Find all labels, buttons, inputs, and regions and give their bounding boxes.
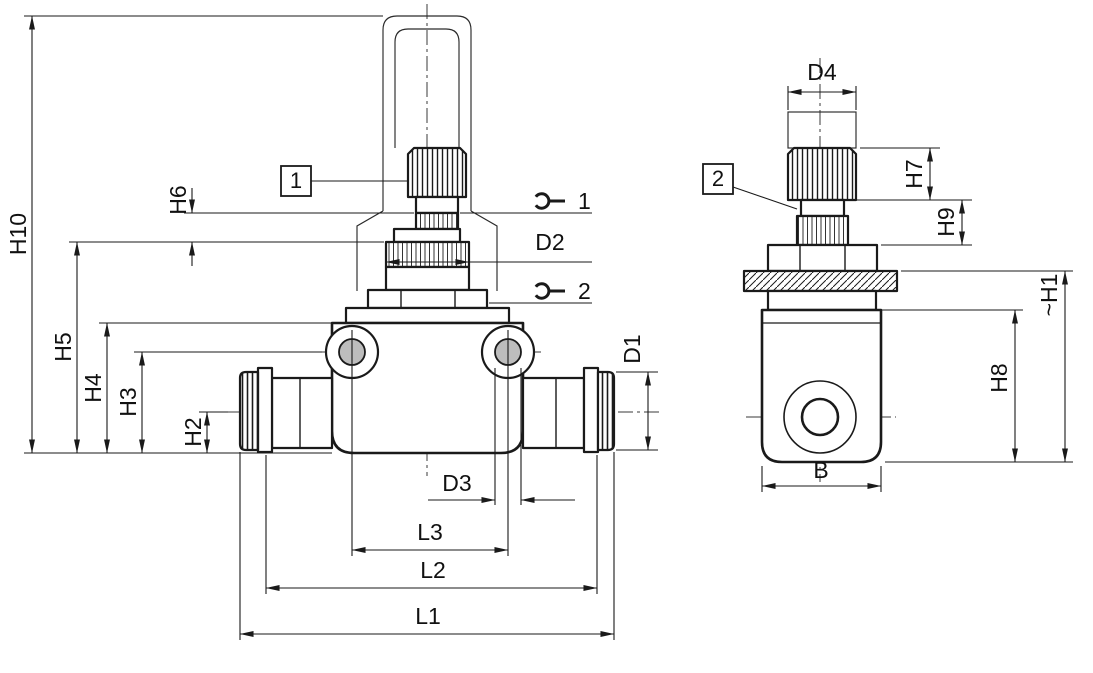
mounting-washer (742, 269, 899, 293)
release-collar (596, 370, 616, 452)
bracket-outer-line (382, 15, 472, 211)
dim-label-h5: H5 (50, 332, 76, 361)
dim-label-h4: H4 (80, 373, 106, 403)
bracket-inner-line (394, 28, 460, 148)
mounting-bracket-outline (356, 15, 498, 291)
dim-h9: H9 (933, 199, 965, 246)
port-bore-circle (800, 397, 840, 437)
callout-2: 2 (702, 163, 798, 210)
wrench-flats-1: 1 (460, 188, 592, 214)
leader-line (732, 186, 798, 210)
dim-l2: L2 (265, 557, 598, 591)
push-in-fitting-left (238, 366, 334, 454)
dim-d4: D4 (787, 59, 857, 95)
wrench-icon (533, 282, 551, 300)
fitting-flange (256, 366, 274, 454)
wrench-size-number: 2 (578, 278, 591, 304)
dim-b: B (761, 457, 882, 489)
front-view: H10 H5 H4 H3 H2 H6 (5, 4, 662, 640)
dim-h3: H3 (115, 351, 145, 454)
body-top-plate (766, 289, 878, 312)
dim-h8: H8 (986, 309, 1018, 463)
callout-1: 1 (280, 165, 407, 197)
knob-stem (799, 198, 846, 218)
push-in-fitting-right (521, 366, 616, 454)
fitting-barrel (521, 376, 586, 450)
hex-nut (766, 243, 879, 273)
dim-label-h3: H3 (115, 387, 141, 416)
knob-phantom (787, 111, 857, 149)
hex-nut (366, 288, 489, 310)
fitting-barrel (270, 376, 334, 450)
dim-h7: H7 (901, 147, 933, 201)
dim-label-h1: ~H1 (1036, 274, 1062, 317)
fitting-flange (582, 366, 600, 454)
dim-label-l2: L2 (420, 557, 446, 583)
extension-lines-side (761, 86, 1073, 492)
extension-lines-front (24, 15, 658, 640)
dimensions-side: D4 H7 H9 ~H1 H8 B (702, 59, 1073, 492)
dim-label-h8: H8 (986, 363, 1012, 392)
dim-l3: L3 (351, 519, 509, 553)
bracket-skirt-left (356, 210, 384, 291)
wrench-size-number: 1 (578, 188, 591, 214)
dim-h10: H10 (5, 15, 35, 454)
dim-h2: H2 (180, 411, 210, 454)
dim-d3: D3 (428, 470, 575, 503)
body-top-plate (344, 306, 511, 325)
valve-front (238, 146, 616, 455)
dim-h5: H5 (50, 241, 80, 454)
dim-l1: L1 (239, 603, 615, 637)
dim-h4: H4 (80, 322, 110, 454)
thread-collar (384, 265, 471, 292)
dim-h6: H6 (165, 185, 195, 266)
dim-d1: D1 (619, 334, 651, 451)
dim-label-h2: H2 (180, 417, 206, 446)
adjust-knob (786, 146, 858, 202)
thread-section (795, 214, 850, 247)
thread-section-d2 (384, 240, 471, 269)
wrench-flats-2: 2 (489, 278, 592, 304)
dim-label-l3: L3 (417, 519, 443, 545)
callout-number: 2 (712, 166, 724, 191)
dim-label-l1: L1 (415, 603, 441, 629)
callout-number: 1 (290, 168, 302, 193)
valve-side (742, 146, 899, 464)
dim-label-d1: D1 (619, 334, 645, 363)
side-view: D4 H7 H9 ~H1 H8 B (702, 58, 1073, 492)
adjust-knob (406, 146, 468, 199)
knob-phantom-outline (787, 111, 857, 149)
dim-label-h6: H6 (165, 185, 191, 214)
dim-label-d3: D3 (442, 470, 471, 496)
stem-flange (392, 227, 462, 244)
dim-label-h9: H9 (933, 207, 959, 236)
dim-h1: ~H1 (1036, 270, 1068, 463)
release-collar (238, 370, 260, 452)
knob-stem (414, 195, 460, 215)
dim-label-h7: H7 (901, 159, 927, 188)
dimensions-front: H10 H5 H4 H3 H2 H6 (5, 15, 658, 640)
dim-label-d4: D4 (807, 59, 837, 85)
dim-label-h10: H10 (5, 213, 31, 255)
callout-box (702, 163, 734, 195)
bracket-skirt-right (470, 210, 498, 291)
dim-label-d2: D2 (535, 229, 564, 255)
wrench-icon (533, 192, 551, 210)
dim-label-b: B (813, 457, 828, 483)
dim-d2: D2 (385, 229, 592, 265)
adjust-screw-thread (414, 211, 460, 231)
